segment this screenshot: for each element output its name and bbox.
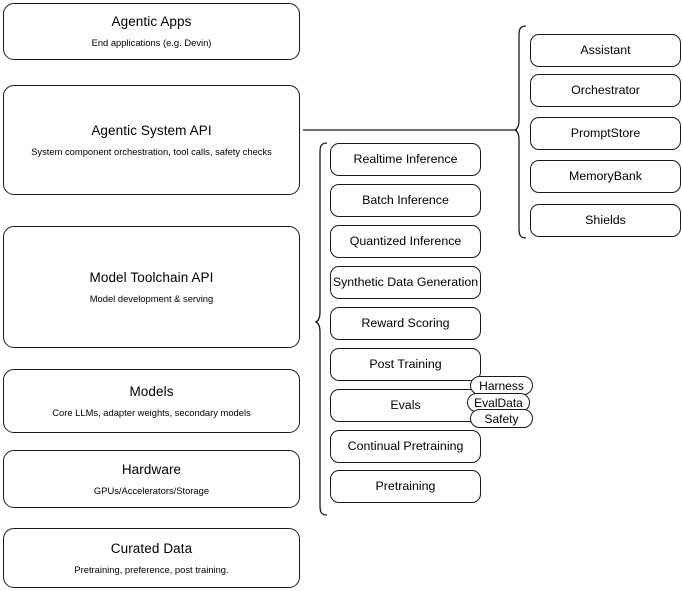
chip-label: MemoryBank	[569, 168, 642, 183]
layer-subtitle: Pretraining, preference, post training.	[74, 563, 229, 575]
chip-label: Assistant	[580, 42, 631, 57]
toolchain-component-reward-scoring[interactable]: Reward Scoring	[330, 307, 481, 340]
layer-subtitle: End applications (e.g. Devin)	[91, 37, 212, 49]
chip-label: Evals	[390, 397, 421, 412]
layer-subtitle: System component orchestration, tool cal…	[31, 145, 272, 157]
system-component-shields[interactable]: Shields	[530, 204, 681, 237]
system-component-orchestrator[interactable]: Orchestrator	[530, 74, 681, 107]
toolchain-component-realtime-inference[interactable]: Realtime Inference	[330, 143, 481, 176]
system-component-promptstore[interactable]: PromptStore	[530, 117, 681, 150]
chip-label: PromptStore	[570, 125, 641, 140]
system-component-assistant[interactable]: Assistant	[530, 34, 681, 67]
layer-title: Model Toolchain API	[89, 269, 214, 285]
toolchain-component-post-training[interactable]: Post Training	[330, 348, 481, 381]
toolchain-component-synthetic-data-generation[interactable]: Synthetic Data Generation	[330, 266, 481, 299]
chip-label: Continual Pretraining	[347, 438, 464, 453]
chip-label: Orchestrator	[571, 82, 640, 97]
layer-agentic-apps[interactable]: Agentic Apps End applications (e.g. Devi…	[3, 3, 300, 60]
chip-label: Quantized Inference	[349, 233, 462, 248]
toolchain-component-pretraining[interactable]: Pretraining	[330, 470, 481, 503]
tag-label: Safety	[484, 411, 519, 426]
layer-subtitle: Core LLMs, adapter weights, secondary mo…	[52, 406, 251, 418]
chip-label: Pretraining	[375, 478, 436, 493]
layer-subtitle: GPUs/Accelerators/Storage	[93, 484, 210, 496]
layer-subtitle: Model development & serving	[89, 292, 214, 304]
layer-title: Curated Data	[110, 540, 193, 556]
layer-model-toolchain-api[interactable]: Model Toolchain API Model development & …	[3, 226, 300, 348]
layer-curated-data[interactable]: Curated Data Pretraining, preference, po…	[3, 528, 300, 588]
layer-hardware[interactable]: Hardware GPUs/Accelerators/Storage	[3, 450, 300, 508]
brace-toolchain-components	[314, 142, 328, 516]
toolchain-component-evals[interactable]: Evals	[330, 389, 481, 422]
layer-title: Agentic Apps	[111, 14, 192, 30]
evals-tag-safety[interactable]: Safety	[470, 409, 533, 428]
layer-title: Hardware	[121, 461, 182, 477]
chip-label: Post Training	[369, 356, 442, 371]
layer-title: Agentic System API	[91, 122, 212, 138]
chip-label: Synthetic Data Generation	[332, 274, 479, 289]
brace-system-components	[513, 25, 527, 239]
layer-models[interactable]: Models Core LLMs, adapter weights, secon…	[3, 369, 300, 433]
layer-agentic-system-api[interactable]: Agentic System API System component orch…	[3, 85, 300, 195]
chip-label: Batch Inference	[362, 192, 449, 207]
toolchain-component-batch-inference[interactable]: Batch Inference	[330, 184, 481, 217]
tag-label: Harness	[479, 378, 524, 393]
chip-label: Realtime Inference	[353, 151, 458, 166]
tag-label: EvalData	[474, 395, 523, 410]
system-component-memorybank[interactable]: MemoryBank	[530, 160, 681, 193]
layer-title: Models	[129, 383, 174, 399]
chip-label: Shields	[585, 212, 626, 227]
toolchain-component-quantized-inference[interactable]: Quantized Inference	[330, 225, 481, 258]
chip-label: Reward Scoring	[361, 315, 450, 330]
toolchain-component-continual-pretraining[interactable]: Continual Pretraining	[330, 430, 481, 463]
